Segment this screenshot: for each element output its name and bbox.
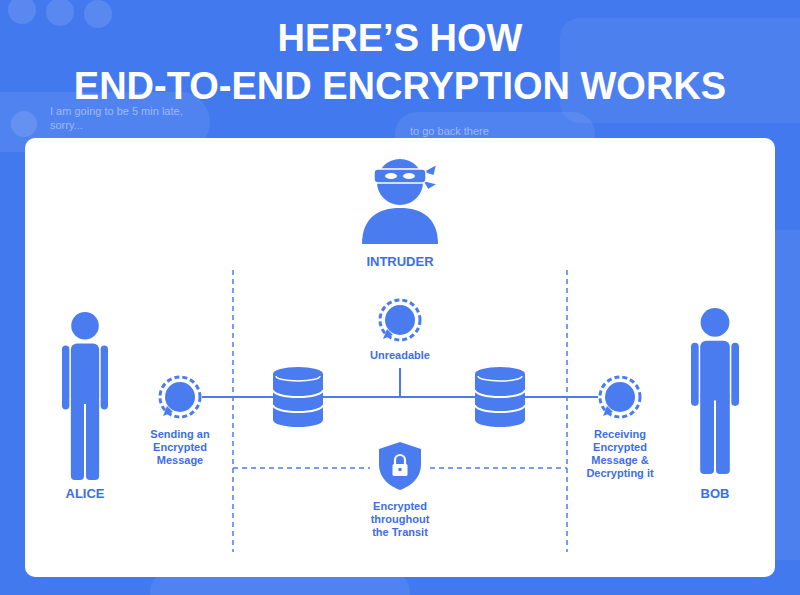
boundary-line [566,270,568,552]
transit-line [233,467,370,469]
database-top [273,367,323,381]
content-panel [25,138,775,577]
bubble-fill [385,305,415,335]
message-bubble: Unreadable [378,298,422,342]
node-icon [598,375,642,419]
node-icon [691,308,739,474]
bubble-ring [380,300,420,340]
person-arm [62,346,69,410]
node-icon [379,442,421,490]
message-bubble: Receiving Encrypted Message & Decrypting… [598,375,642,419]
database-divider [273,390,323,397]
lock-keyhole [398,468,402,472]
person-figure: BOB [691,308,739,474]
transit-line [430,467,567,469]
bubble-fill [605,382,635,412]
bubble-fill [165,382,195,412]
database-top [475,367,525,381]
intruder-figure: INTRUDER [360,152,440,244]
database-divider [273,405,323,412]
person-head [701,308,730,337]
lock-body [393,464,408,476]
person-leg [86,396,99,480]
mask-eye [403,173,415,179]
intruder-shoulders [362,208,438,244]
bubble-ring [160,377,200,417]
message-bubble: Sending an Encrypted Message [158,375,202,419]
node-label: INTRUDER [340,254,460,269]
background-text: to go back there [410,124,550,138]
database-symbol [273,367,323,427]
bubble-ring [600,377,640,417]
bubble-tail [603,406,613,416]
person-torso [700,341,730,401]
person-head [71,312,99,340]
database-rim [276,376,320,381]
person-torso [71,344,99,404]
node-label: Sending an Encrypted Message [138,428,222,467]
node-label: BOB [675,486,755,501]
node-icon [360,152,440,244]
database-rim [478,376,522,381]
avatar-decor [46,0,74,26]
diagram-title: HERE’S HOW END-TO-END ENCRYPTION WORKS [10,14,790,110]
lock-shackle [395,455,405,465]
database-bottom [273,413,323,427]
database-symbol [475,367,525,427]
person-figure: ALICE [62,312,108,480]
avatar-decor [11,111,37,137]
bubble-tail [383,329,393,339]
message-path [202,396,598,398]
avatar-decor [84,0,112,28]
background-text: I am going to be 5 min late, sorry... [50,104,200,132]
database-divider [475,405,525,412]
node-icon [378,298,422,342]
node-icon [62,312,108,480]
person-leg [71,396,84,480]
person-arm [691,343,699,406]
person-arm [731,343,739,406]
intruder-mask [374,169,426,183]
person-leg [700,393,714,474]
bubble-tail [163,406,173,416]
boundary-line [232,270,234,552]
node-label: ALICE [45,486,125,501]
lock-shield: Encrypted throughout the Transit [379,442,421,490]
mask-eye [385,173,397,179]
database-divider [475,390,525,397]
node-icon [158,375,202,419]
intercept-stem [399,368,401,397]
person-arm [101,346,108,410]
node-label: Unreadable [355,349,445,362]
node-label: Encrypted throughout the Transit [364,500,436,539]
avatar-decor [8,0,36,24]
shield-shape [379,442,421,490]
person-leg [716,393,730,474]
database-bottom [475,413,525,427]
node-label: Receiving Encrypted Message & Decrypting… [578,428,662,480]
